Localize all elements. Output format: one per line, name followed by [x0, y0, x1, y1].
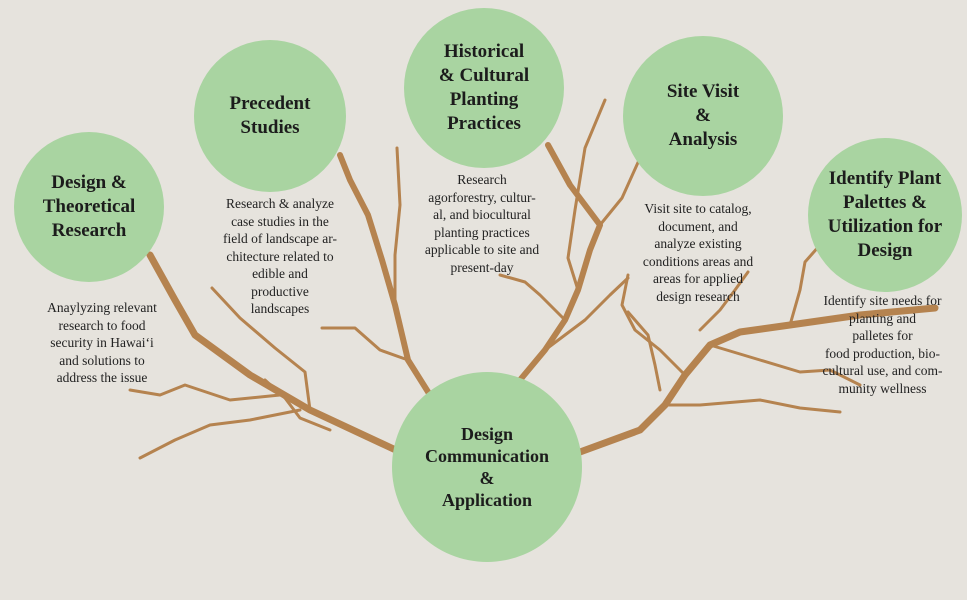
node-identify-plant-palettes: Identify Plant Palettes & Utilization fo… [808, 138, 962, 292]
description-precedent-studies: Research & analyze case studies in the f… [200, 195, 360, 318]
description-site-visit-analysis: Visit site to catalog, document, and ana… [618, 200, 778, 305]
description-historical-cultural-planting: Research agorforestry, cultur- al, and b… [402, 171, 562, 276]
node-design-communication-application: Design Communication & Application [392, 372, 582, 562]
branch-left-a [130, 385, 280, 400]
node-label: Precedent Studies [230, 92, 311, 140]
description-design-theoretical-research: Anaylyzing relevant research to food sec… [22, 299, 182, 387]
node-site-visit-analysis: Site Visit & Analysis [623, 36, 783, 196]
branch-right-a [665, 400, 840, 412]
branch-left-b [140, 410, 300, 458]
branch-precedent-a [395, 148, 400, 305]
node-precedent-studies: Precedent Studies [194, 40, 346, 192]
node-label: Historical & Cultural Planting Practices [439, 40, 529, 136]
description-identify-plant-palettes: Identify site needs for planting and pal… [800, 292, 965, 397]
branch-precedent-b [322, 328, 408, 360]
node-label: Identify Plant Palettes & Utilization fo… [828, 167, 943, 263]
node-design-theoretical-research: Design & Theoretical Research [14, 132, 164, 282]
branch-historical-b [500, 275, 565, 320]
node-label: Site Visit & Analysis [667, 80, 739, 152]
node-historical-cultural-planting: Historical & Cultural Planting Practices [404, 8, 564, 168]
node-label: Design & Theoretical Research [43, 171, 136, 243]
node-label: Design Communication & Application [425, 423, 549, 511]
